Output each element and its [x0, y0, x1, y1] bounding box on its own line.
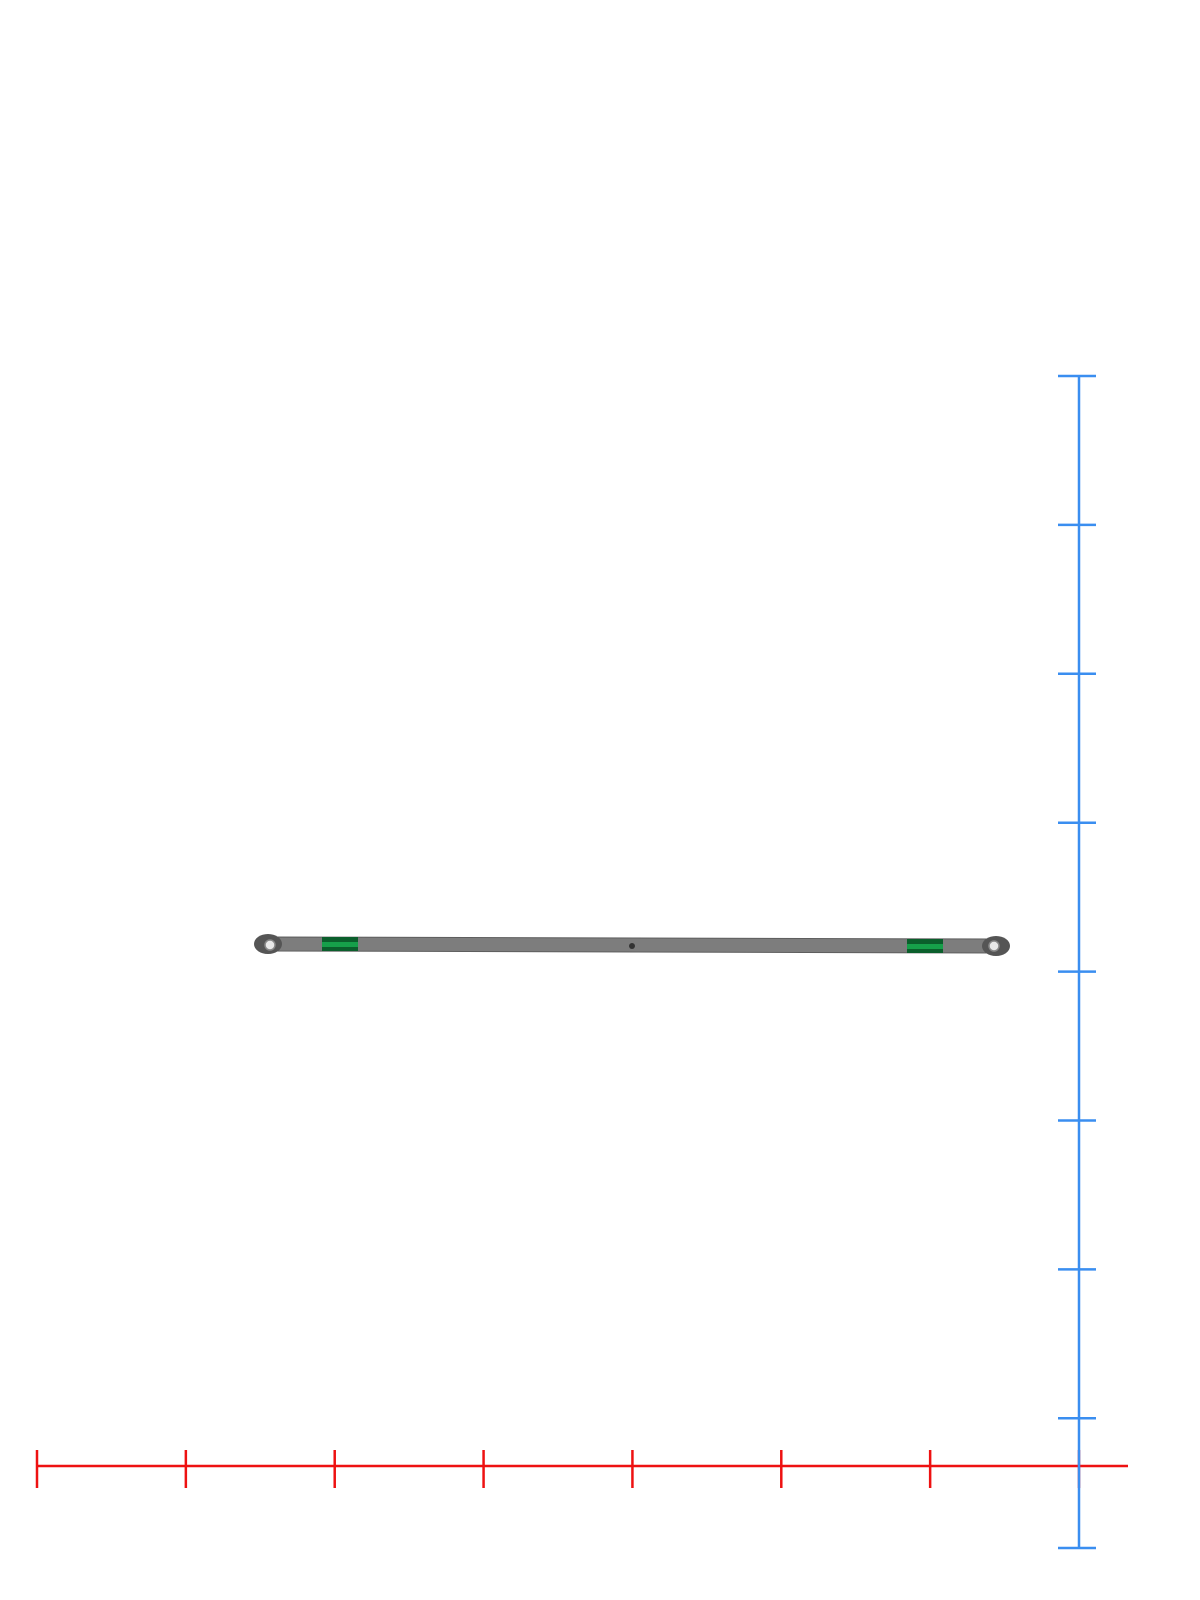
y-scale-ruler [1058, 374, 1096, 1550]
x-scale-ruler [35, 1450, 1128, 1488]
rod-center-marker [629, 943, 635, 949]
rod-assembly [254, 934, 1010, 956]
rod-band-right-highlight [907, 944, 943, 949]
rod-eyelet-left-hole [264, 939, 276, 951]
rod-band-left-highlight [322, 942, 358, 947]
rod-eyelet-right-hole [988, 940, 1000, 952]
